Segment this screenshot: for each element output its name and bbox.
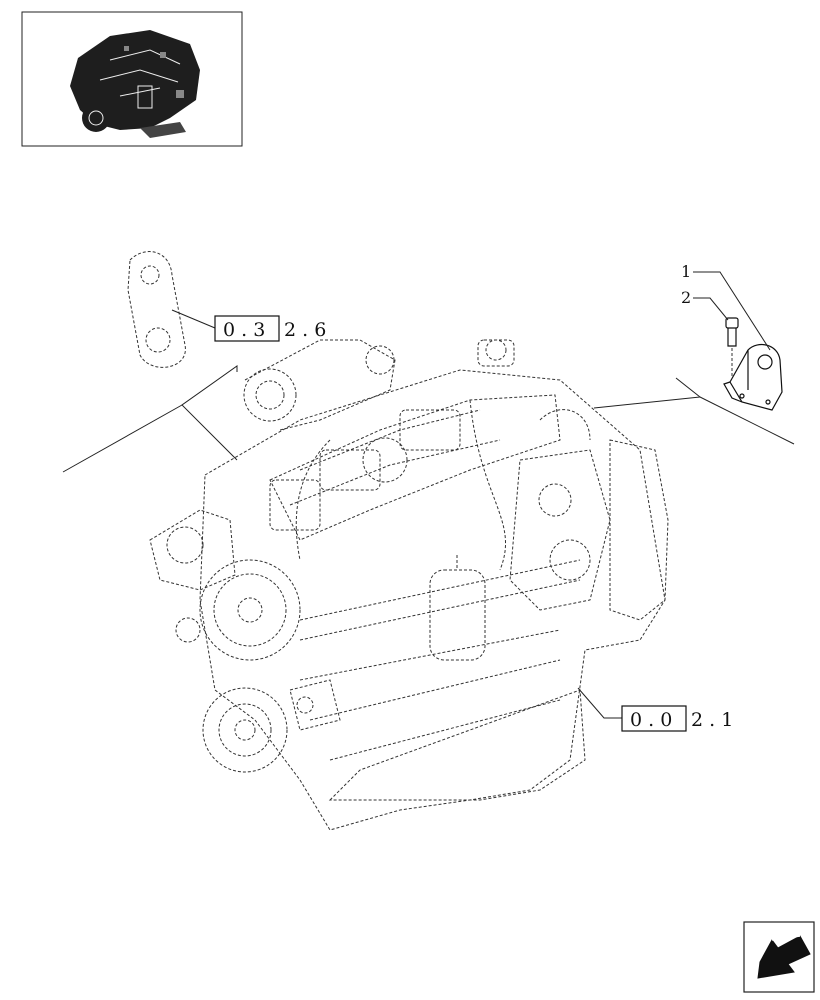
callout-1: 1 [681,262,691,281]
gasket-leader-lines [62,309,238,473]
reference-boxed-text: 0 . 3 [223,319,265,341]
reference-002-1[interactable]: 0 . 0 2 . 1 [577,687,733,732]
reference-suffix-text: 2 . 1 [691,709,733,731]
engine-thumbnail-icon[interactable] [21,11,243,147]
exhaust-gasket-part [127,251,186,368]
engine-assembly-drawing [149,339,669,831]
lifting-bracket-part [723,343,783,411]
callout-2: 2 [681,288,691,307]
bolt-part [725,317,739,376]
reference-suffix-text: 2 . 6 [284,319,326,341]
reference-boxed-text: 0 . 0 [630,709,672,731]
next-page-arrow-icon[interactable] [743,921,815,993]
reference-032-6[interactable]: 0 . 3 2 . 6 [214,315,326,342]
callout-leaders [593,271,795,445]
